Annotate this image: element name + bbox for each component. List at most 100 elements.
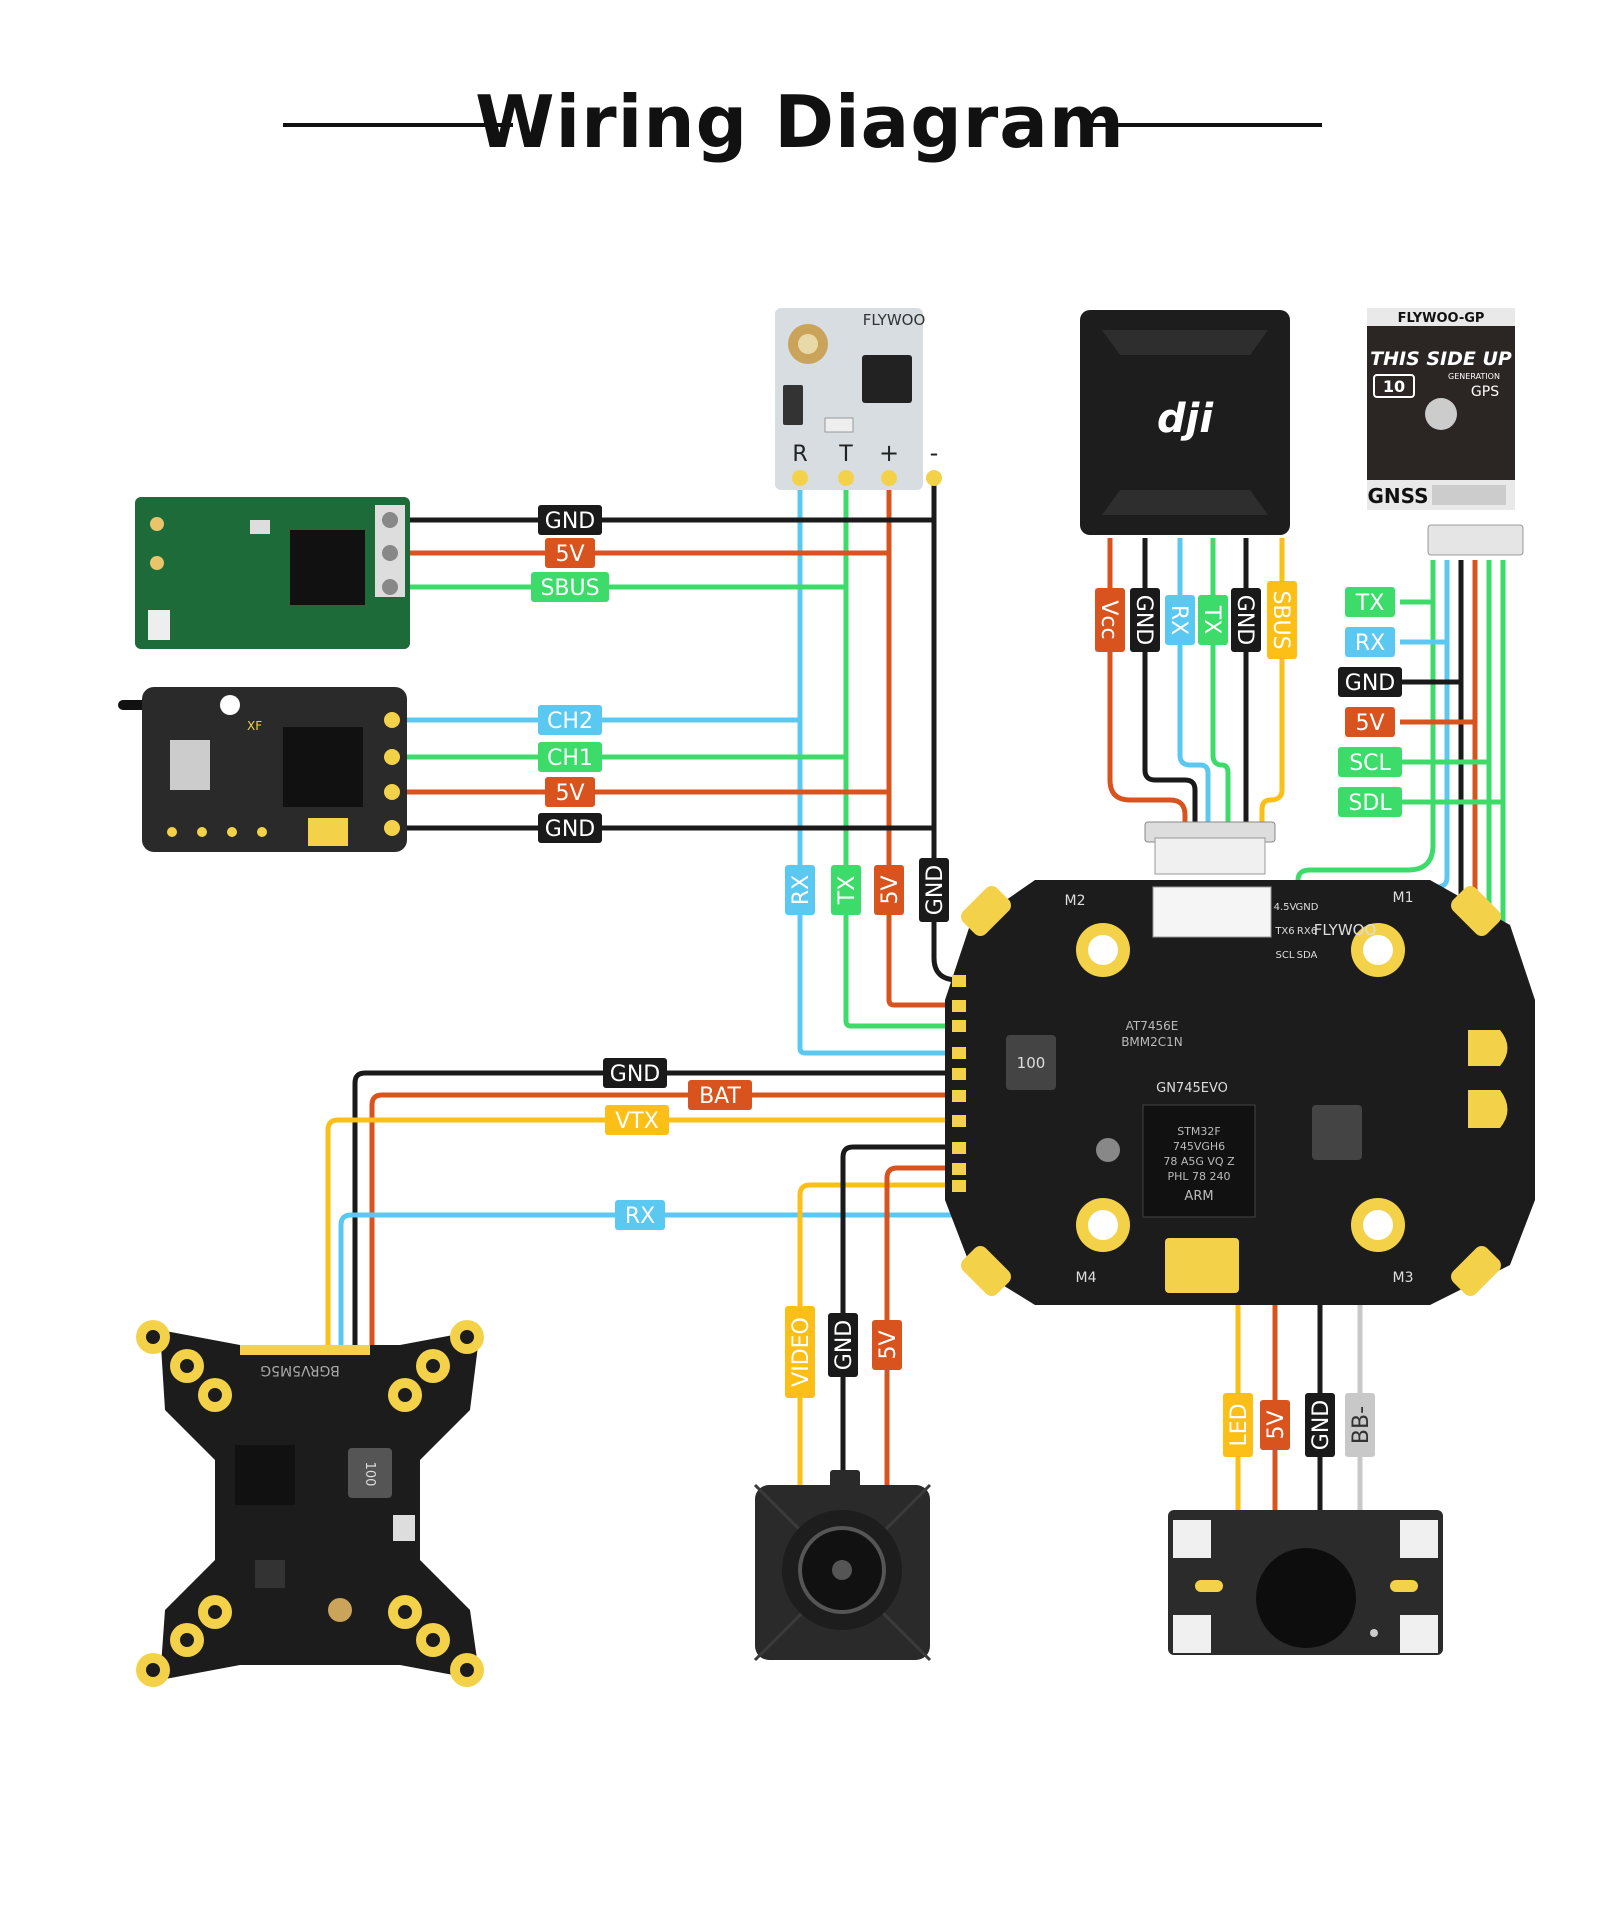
fc-motor-m1: M1 <box>1393 890 1414 906</box>
ppm-label-ch1-bg <box>538 742 602 772</box>
fc-brand: FLYWOO <box>1314 921 1377 939</box>
ppm-label-gnd-text: GND <box>545 817 595 842</box>
bz-label-gnd-bg <box>1305 1393 1335 1457</box>
vtx-label-gnd-bg <box>603 1058 667 1088</box>
vtx-name: BGRV5M5G <box>260 1362 340 1378</box>
gps-label-scl: SCL <box>1338 747 1402 777</box>
vtx-label-rx: RX <box>615 1200 665 1230</box>
elrs-brand: FLYWOO <box>863 311 926 329</box>
dji-label-rx-text: RX <box>1166 605 1191 635</box>
gps-module: FLYWOO-GP THIS SIDE UP 10 GENERATION GPS… <box>1367 308 1524 556</box>
fc-pad-45v: 4.5V <box>1274 902 1297 913</box>
dji-label-tx-text: TX <box>1199 605 1224 635</box>
cam-label-5v-text: 5V <box>876 1330 901 1359</box>
gps-label-5v-text: 5V <box>1355 711 1384 736</box>
elrs-label-gnd-bg <box>919 858 949 922</box>
gps-gnss: GNSS <box>1367 484 1428 508</box>
dji-label-sbus-text: SBUS <box>1268 590 1293 649</box>
dji-label-gnd1: GND <box>1130 588 1160 652</box>
fc-chip1: AT7456E <box>1126 1019 1179 1033</box>
dji-label-tx: TX <box>1198 595 1228 645</box>
elrs-label-tx: TX <box>831 865 861 915</box>
sbus-label-gnd: GND <box>538 505 602 535</box>
gps-label-sdl-text: SDL <box>1348 791 1392 816</box>
ppm-receiver: XF <box>118 687 407 852</box>
sbus-label-sbus-text: SBUS <box>540 576 599 601</box>
cam-label-video-text: VIDEO <box>789 1317 814 1387</box>
elrs-label-5v-bg <box>874 865 904 915</box>
title-block: Wiring Diagram <box>0 80 1600 170</box>
wire-cam-video <box>797 1182 958 1485</box>
bz-label-gnd: GND <box>1305 1393 1335 1457</box>
gps-line1: THIS SIDE UP <box>1370 348 1512 370</box>
wire-elrs-rx <box>797 480 958 1056</box>
gps-label-5v: 5V <box>1345 707 1395 737</box>
gps-label-rx: RX <box>1345 627 1395 657</box>
gps-label-tx-text: TX <box>1355 591 1385 616</box>
fc-mcu-line2: 745VGH6 <box>1173 1140 1225 1153</box>
wire-elrs-5v <box>886 480 958 1008</box>
elrs-label-tx-bg <box>831 865 861 915</box>
fc-mcu-line1: STM32F <box>1177 1125 1221 1138</box>
flight-controller: STM32F 745VGH6 78 A5G VQ Z PHL 78 240 AR… <box>945 880 1535 1305</box>
dji-label-gnd1-text: GND <box>1131 595 1156 645</box>
bz-label-bb-bg <box>1345 1393 1375 1457</box>
bz-label-led-text: LED <box>1227 1403 1252 1446</box>
bz-label-bb-text: BB- <box>1349 1406 1374 1444</box>
vtx-label-gnd: GND <box>603 1058 667 1088</box>
page-title: Wiring Diagram <box>475 80 1125 164</box>
vtx-inductor: 100 <box>362 1462 377 1487</box>
fc-motor-m3: M3 <box>1393 1270 1414 1286</box>
buzzer-board <box>1168 1510 1443 1655</box>
gps-gps: GPS <box>1471 384 1499 400</box>
fc-pad-sda: SDA <box>1297 950 1318 961</box>
bz-label-bb: BB- <box>1345 1393 1375 1457</box>
sbus-label-sbus: SBUS <box>531 572 609 602</box>
elrs-label-tx-text: TX <box>835 876 860 906</box>
ppm-label-gnd: GND <box>538 813 602 843</box>
vtx-label-gnd-text: GND <box>610 1062 660 1087</box>
vtx-label-rx-text: RX <box>625 1204 655 1229</box>
vtx-label-rx-bg <box>615 1200 665 1230</box>
wire-dji-tx <box>1210 538 1231 825</box>
elrs-pin-plus: + <box>879 439 899 467</box>
bz-label-5v-text: 5V <box>1264 1410 1289 1439</box>
fc-pad-scl: SCL <box>1276 950 1295 961</box>
elrs-label-5v: 5V <box>874 865 904 915</box>
gps-generation: GENERATION <box>1448 372 1500 381</box>
wire-gps-tx <box>1295 560 1436 900</box>
bz-label-5v: 5V <box>1260 1400 1290 1450</box>
wire-dji-sbus <box>1259 538 1285 825</box>
cam-label-gnd: GND <box>828 1313 858 1377</box>
elrs-pin-minus: - <box>930 439 939 467</box>
fc-name: GN745EVO <box>1156 1081 1228 1096</box>
fc-mcu-line4: PHL 78 240 <box>1167 1170 1230 1183</box>
gps-label-scl-bg <box>1338 747 1402 777</box>
ppm-label-5v-text: 5V <box>555 781 584 806</box>
vtx-label-bat-text: BAT <box>699 1084 741 1109</box>
fc-pad-rx6: RX6 <box>1297 926 1317 937</box>
dji-label-sbus-bg <box>1267 581 1297 659</box>
gps-header: FLYWOO-GP <box>1398 311 1485 326</box>
wire-vtx-vtx <box>325 1117 958 1345</box>
gps-label-tx: TX <box>1345 587 1395 617</box>
ppm-label-ch2-text: CH2 <box>547 709 593 734</box>
dji-label-rx-bg <box>1165 595 1195 645</box>
cam-label-gnd-bg <box>828 1313 858 1377</box>
dji-label-gnd2-text: GND <box>1232 595 1257 645</box>
sbus-label-5v-bg <box>545 538 595 568</box>
bz-label-led-bg <box>1223 1393 1253 1457</box>
sbus-receiver <box>135 497 410 649</box>
sbus-label-gnd-bg <box>538 505 602 535</box>
cam-label-5v: 5V <box>872 1320 902 1370</box>
vtx-label-vtx: VTX <box>605 1105 669 1135</box>
wire-dji-rx <box>1177 538 1211 825</box>
gps-label-rx-bg <box>1345 627 1395 657</box>
fc-mcu-brand: ARM <box>1184 1189 1213 1204</box>
cam-label-video: VIDEO <box>785 1306 815 1398</box>
gps-label-5v-bg <box>1345 707 1395 737</box>
vtx-label-bat: BAT <box>688 1080 752 1110</box>
fc-mcu-line3: 78 A5G VQ Z <box>1163 1155 1235 1168</box>
